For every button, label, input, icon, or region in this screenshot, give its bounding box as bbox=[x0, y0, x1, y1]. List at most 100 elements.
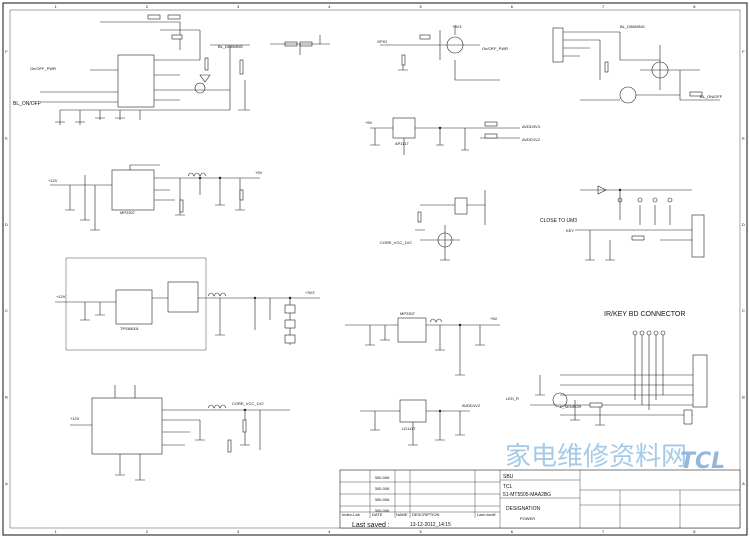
net-label-core-vcc: CORE_VCC_1V2 bbox=[232, 401, 264, 406]
tb-last-saved-label: Last saved : bbox=[352, 522, 390, 529]
net-label-l-sensor: L_SENSOR bbox=[560, 404, 581, 409]
net-label-avdd12: AVDD1V2 bbox=[522, 137, 541, 142]
net-label-bl-on-off: BL_ON/OFF bbox=[13, 101, 41, 107]
net-label-bl-dimming: BL_DIMMING bbox=[218, 44, 243, 49]
tb-description-label: DESCRIPTION bbox=[412, 512, 439, 517]
net-label-v33-buck2: +3V3 bbox=[305, 290, 315, 295]
ic-ld1117 bbox=[399, 399, 427, 423]
title-block-revision-rows: 300-006 300-006 300-006 300-006 bbox=[375, 475, 390, 513]
buck-converter-2: +12V +3V3 TPS65001 bbox=[55, 257, 320, 351]
net-label-avdd12-bottom: AVDD1V2 bbox=[462, 403, 481, 408]
net-label-12v-buck1: +12V bbox=[48, 178, 58, 183]
border-row-label: E bbox=[742, 136, 745, 141]
border-column-label: 3 bbox=[237, 529, 240, 534]
net-label-on-off-pwr-left: On/OFF_PWR bbox=[30, 66, 56, 71]
border-row-label: F bbox=[5, 49, 8, 54]
border-row-label: D bbox=[742, 222, 745, 227]
border-column-label: 6 bbox=[511, 4, 514, 9]
net-label-avdd33: AVDD3V3 bbox=[522, 124, 541, 129]
border-row-label: E bbox=[5, 136, 8, 141]
border-row-label: D bbox=[5, 222, 8, 227]
border-row-label: B bbox=[742, 395, 745, 400]
border-column-label: 7 bbox=[602, 529, 605, 534]
net-label-bl-dimming-right: BL_DIMMING bbox=[620, 24, 645, 29]
tb-name-label: NAME bbox=[396, 512, 408, 517]
border-row-label: A bbox=[742, 481, 745, 486]
part-label-mp2307-a: MP2307 bbox=[120, 210, 136, 215]
junction-dots bbox=[198, 126, 622, 413]
key-connector-block: CLOSE TO UM3 KEY bbox=[540, 185, 705, 261]
part-label-ld1117: LD1117 bbox=[402, 426, 416, 431]
standby-block: CORE_VCC_1V2 bbox=[380, 190, 486, 261]
border-column-label: 2 bbox=[146, 529, 149, 534]
border-column-label: 6 bbox=[511, 529, 514, 534]
title-block-row-cell: 300-006 bbox=[375, 497, 390, 502]
border-row-label: C bbox=[5, 308, 8, 313]
tb-date-label: DATE bbox=[372, 512, 383, 517]
tb-index-label: Index-Lab bbox=[342, 512, 361, 517]
ic-mp-regulator bbox=[397, 317, 427, 343]
bl-connector-block: BL_DIMMING BL_ON/OFF bbox=[552, 24, 723, 104]
ic-core-buck bbox=[91, 397, 163, 455]
ic-buck-2 bbox=[115, 289, 153, 325]
ic-ldo-upper bbox=[392, 117, 416, 139]
net-label-v5-mp: +5V bbox=[490, 316, 498, 321]
border-row-label: B bbox=[5, 395, 8, 400]
watermark-text: 家电维修资料网 bbox=[505, 442, 687, 472]
net-label-core-vcc-standby: CORE_VCC_1V2 bbox=[380, 240, 412, 245]
part-label-mp2307-b: MP2307 bbox=[400, 311, 416, 316]
power-switch-block: GPIO On/OFF_PWR +3V3 bbox=[377, 24, 508, 81]
section-title-ir-key: IR/KEY BD CONNECTOR bbox=[604, 311, 685, 318]
net-label-v33-top: +3V3 bbox=[452, 24, 462, 29]
watermark-logo: TCL bbox=[680, 449, 725, 474]
tb-designation-label: DESIGNATION bbox=[506, 506, 540, 512]
tb-last-modif-label: Last modif bbox=[477, 512, 496, 517]
border-column-label: 5 bbox=[420, 4, 423, 9]
connector-p8 bbox=[552, 27, 564, 63]
border-column-label: 8 bbox=[693, 4, 696, 9]
ic-mosfet-pair bbox=[167, 281, 199, 313]
title-block-row-cell: 300-006 bbox=[375, 508, 390, 513]
net-label-v5-buck1: +5V bbox=[255, 170, 263, 175]
ic-standby bbox=[454, 197, 468, 215]
border-column-label: 7 bbox=[602, 4, 605, 9]
border-row-label: A bbox=[5, 481, 8, 486]
watermark: 家电维修资料网 TCL bbox=[505, 442, 725, 474]
buck2-outline bbox=[65, 257, 207, 351]
ir-key-connector-block: IR/KEY BD CONNECTOR LED_R L_SENSOR bbox=[506, 311, 708, 426]
border-row-labels-left: F E D C B A bbox=[5, 49, 8, 486]
net-label-v5-ldo: +5V bbox=[365, 120, 373, 125]
ic-buck-1 bbox=[111, 169, 155, 211]
tb-model: 51-MT5505-MAA2BG bbox=[503, 492, 551, 498]
tb-model-label: TCL bbox=[503, 484, 513, 490]
net-label-on-off-pwr-right: On/OFF_PWR bbox=[482, 46, 508, 51]
tb-designation: POWER bbox=[520, 516, 535, 521]
buck-converter-1: +12V +5V MP2307 bbox=[48, 164, 263, 231]
border-column-label: 2 bbox=[146, 4, 149, 9]
title-block-row-cell: 300-006 bbox=[375, 475, 390, 480]
net-label-bl-on-off-right: BL_ON/OFF bbox=[700, 94, 723, 99]
tb-last-saved-value: 13-12-2012_14:15 bbox=[410, 522, 451, 528]
ld1117-block: LD1117 AVDD1V2 bbox=[360, 399, 481, 446]
ldo-block: AP1117 AVDD3V3 AVDD1V2 +5V bbox=[365, 117, 541, 155]
border-column-label: 4 bbox=[328, 529, 331, 534]
title-block-row-cell: 300-006 bbox=[375, 486, 390, 491]
net-label-led-r: LED_R bbox=[506, 396, 519, 401]
backlight-control-block: BL_ON/OFF BL_DIMMING On/OFF_PWR bbox=[13, 14, 330, 125]
section-label-close-to-um3: CLOSE TO UM3 bbox=[540, 218, 577, 224]
mp-regulator-block: MP2307 +5V bbox=[345, 311, 500, 376]
border-column-label: 8 bbox=[693, 529, 696, 534]
part-label-tps65001: TPS65001 bbox=[120, 326, 140, 331]
connector-ir-key bbox=[692, 354, 708, 408]
border-row-label: F bbox=[742, 49, 745, 54]
tb-company: SBU bbox=[503, 474, 514, 480]
connector-key bbox=[691, 214, 705, 258]
net-label-12v-core: +12V bbox=[70, 416, 80, 421]
border-column-label: 1 bbox=[55, 4, 58, 9]
